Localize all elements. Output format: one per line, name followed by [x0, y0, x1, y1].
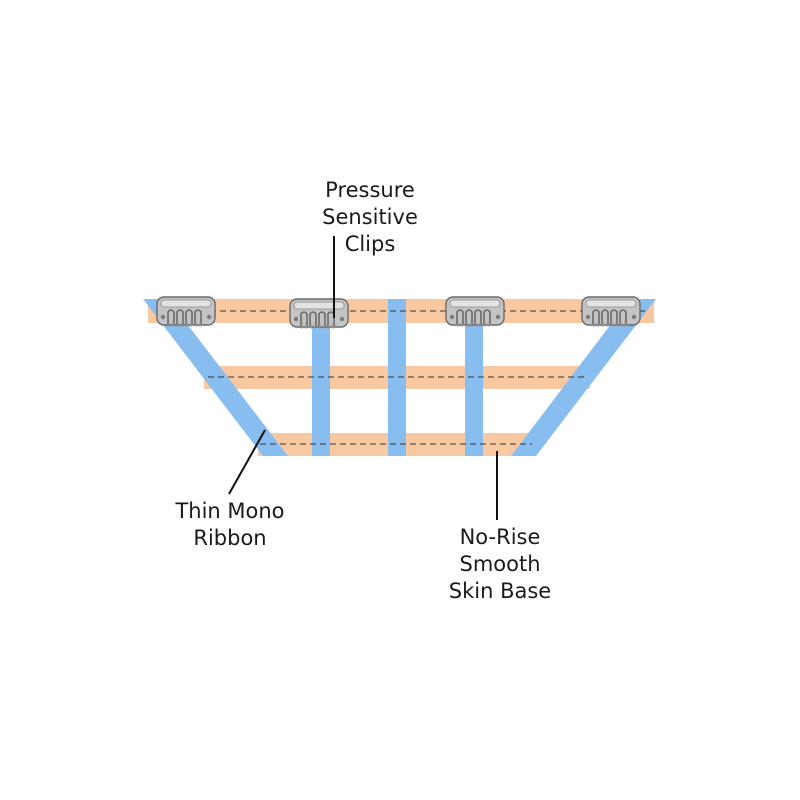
clips-label-line: Clips	[344, 232, 396, 256]
leader-line-mono	[228, 429, 266, 495]
skin-base-label: No-Rise Smooth Skin Base	[420, 524, 580, 605]
vertical-ribbon-2	[388, 299, 406, 456]
mono-ribbon-label-line: Thin Mono	[175, 499, 285, 523]
skin-base-label-line: No-Rise	[459, 525, 541, 549]
clips-label-line: Pressure	[325, 178, 415, 202]
mono-ribbon-label: Thin Mono Ribbon	[150, 498, 310, 552]
clips-label: Pressure Sensitive Clips	[300, 177, 440, 258]
hair-clip-icon	[156, 296, 216, 328]
skin-base-label-line: Smooth	[459, 552, 541, 576]
skin-base-label-line: Skin Base	[448, 579, 552, 603]
hair-clip-icon	[289, 298, 349, 330]
hair-clip-icon	[445, 296, 505, 328]
mono-ribbon-label-line: Ribbon	[193, 526, 267, 550]
clips-label-line: Sensitive	[322, 205, 418, 229]
side-ribbon-left	[143, 299, 288, 456]
hair-clip-icon	[581, 296, 641, 328]
